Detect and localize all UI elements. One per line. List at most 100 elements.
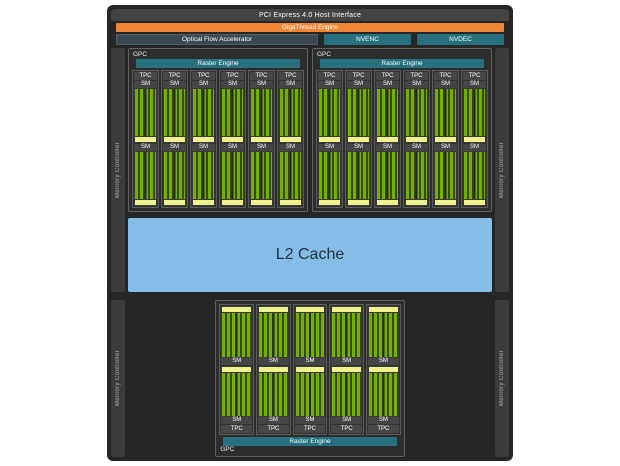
sm-block: SM — [434, 81, 457, 143]
cache-bar — [222, 307, 252, 312]
cuda-core-grid — [319, 152, 340, 199]
gpc-label: GPC — [317, 51, 332, 58]
sm-block: SM — [463, 144, 486, 206]
memory-controller-label: Memory Controller — [115, 350, 121, 407]
sm-label: SM — [192, 144, 215, 151]
cache-bar — [222, 200, 243, 205]
memory-controller-right-top: Memory Controller — [495, 48, 509, 292]
gpc-label: GPC — [220, 446, 235, 453]
cuda-core-grid — [280, 89, 301, 136]
sm-label: SM — [347, 81, 370, 88]
cache-bar — [259, 366, 288, 372]
pci-express-bar: PCI Express 4.0 Host Interface — [111, 9, 509, 21]
cache-bar — [295, 307, 325, 312]
nvdec-block: NVDEC — [417, 34, 505, 45]
sm-block: SM — [163, 81, 186, 143]
cuda-core-grid — [135, 89, 156, 136]
cuda-core-grid — [332, 372, 361, 416]
sm-block: SM — [347, 81, 370, 143]
sm-block: SM — [258, 306, 289, 365]
sm-label: SM — [221, 81, 244, 88]
cuda-core-grid — [295, 313, 325, 357]
sm-label: SM — [318, 81, 341, 88]
tpc-label: TPC — [463, 72, 486, 80]
memory-controller-left-top: Memory Controller — [111, 48, 125, 292]
cache-bar — [222, 137, 243, 142]
sm-label: SM — [376, 81, 399, 88]
sm-label: SM — [294, 357, 326, 365]
cache-bar — [332, 307, 361, 312]
cuda-core-grid — [368, 313, 398, 357]
cuda-core-grid — [193, 152, 214, 199]
gpc-label: GPC — [133, 51, 148, 58]
sm-block: SM — [221, 306, 253, 365]
cuda-core-grid — [348, 89, 369, 136]
cuda-core-grid — [435, 89, 456, 136]
cuda-core-grid — [319, 89, 340, 136]
cuda-core-grid — [135, 152, 156, 199]
sm-block: SM — [192, 144, 215, 206]
sm-label: SM — [331, 417, 362, 424]
sm-block: SM — [221, 144, 244, 206]
tpc-label: TPC — [318, 72, 341, 80]
sm-label: SM — [258, 417, 289, 424]
tpc-label: TPC — [367, 425, 399, 433]
sm-block: SM — [331, 306, 362, 365]
sm-label: SM — [250, 144, 273, 151]
sm-label: SM — [221, 357, 253, 365]
sm-label: SM — [279, 81, 302, 88]
cache-bar — [193, 200, 214, 205]
gigathread-engine-bar: GigaThread Engine — [116, 23, 504, 32]
cache-bar — [332, 366, 361, 372]
sm-label: SM — [463, 144, 486, 151]
cuda-core-grid — [222, 313, 252, 357]
tpc-label: TPC — [221, 72, 244, 80]
cache-bar — [377, 137, 398, 142]
cache-bar — [435, 137, 456, 142]
memory-controller-left-bottom: Memory Controller — [111, 300, 125, 457]
raster-engine-bar: Raster Engine — [320, 59, 484, 68]
sm-label: SM — [405, 144, 428, 151]
sm-label: SM — [347, 144, 370, 151]
sm-label: SM — [192, 81, 215, 88]
sm-label: SM — [221, 417, 253, 424]
sm-label: SM — [463, 81, 486, 88]
sm-block: SM — [250, 81, 273, 143]
cuda-core-grid — [222, 152, 243, 199]
cuda-core-grid — [368, 372, 398, 416]
cuda-core-grid — [280, 152, 301, 199]
cache-bar — [251, 137, 272, 142]
sm-block: SM — [405, 81, 428, 143]
sm-block: SM — [279, 144, 302, 206]
sm-block: SM — [221, 81, 244, 143]
cuda-core-grid — [259, 372, 288, 416]
cache-bar — [406, 137, 427, 142]
sm-label: SM — [434, 81, 457, 88]
cuda-core-grid — [464, 89, 485, 136]
cache-bar — [295, 366, 325, 372]
sm-block: SM — [376, 81, 399, 143]
sm-block: SM — [367, 365, 399, 424]
cache-bar — [377, 200, 398, 205]
cache-bar — [164, 200, 185, 205]
cuda-core-grid — [193, 89, 214, 136]
sm-label: SM — [434, 144, 457, 151]
tpc-label: TPC — [163, 72, 186, 80]
